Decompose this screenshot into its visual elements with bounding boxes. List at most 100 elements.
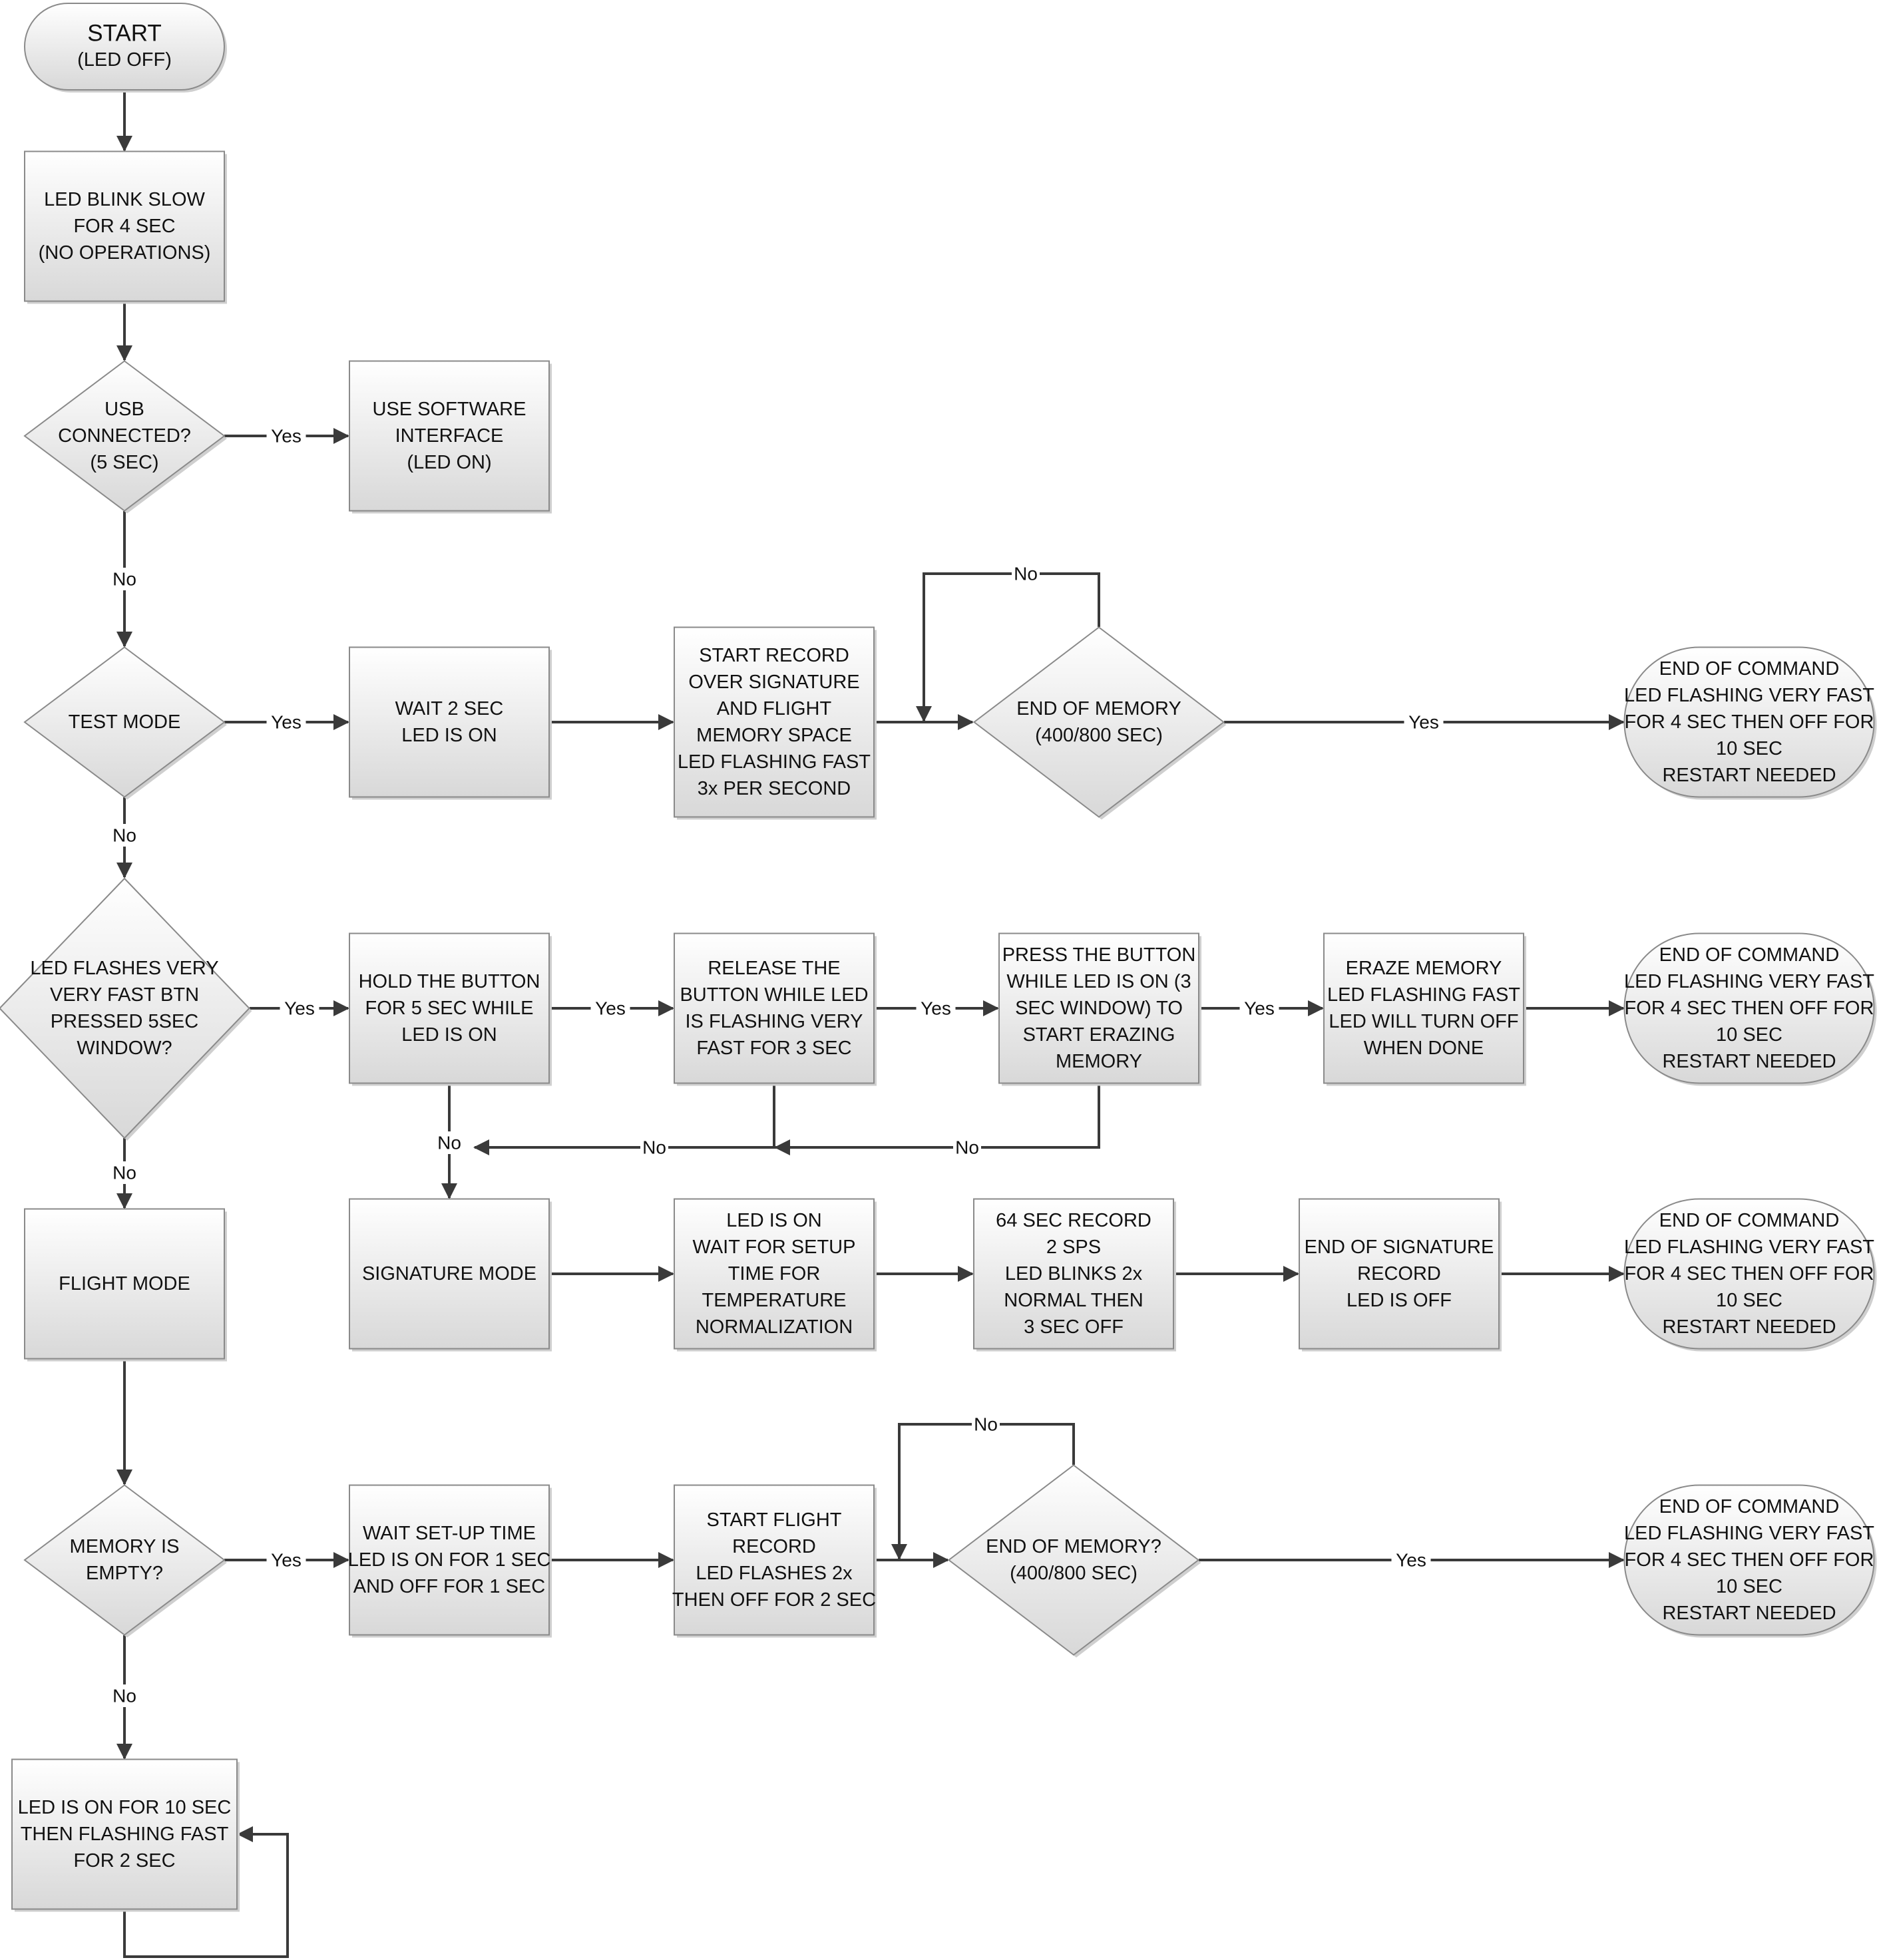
connector-label: Yes [916, 997, 956, 1020]
node-text-line: LED IS OFF [1347, 1290, 1452, 1311]
node-text-line: TIME FOR [728, 1263, 821, 1284]
node-text-line: WAIT SET-UP TIME [363, 1523, 536, 1544]
connector-label-text: No [112, 569, 136, 590]
connector-label: Yes [1239, 997, 1279, 1020]
node-signature-mode: SIGNATURE MODE [349, 1198, 552, 1352]
node-text-line: 10 SEC [1716, 738, 1782, 759]
decision-diamond [23, 1484, 226, 1636]
process-box [349, 646, 550, 798]
node-text-line: LED BLINK SLOW [44, 189, 205, 210]
connector-label: Yes [1391, 1549, 1431, 1571]
node-text-line: END OF COMMAND [1659, 658, 1840, 680]
node-text-line: FLIGHT MODE [59, 1273, 190, 1294]
process-box [674, 932, 875, 1084]
process-box [674, 1198, 875, 1350]
process-box [1323, 932, 1524, 1084]
node-text-line: LED IS ON FOR 1 SEC [348, 1549, 551, 1571]
label-background [266, 425, 306, 447]
connector-label: Yes [266, 1549, 306, 1571]
connector-label: Yes [1404, 711, 1444, 733]
process-box [349, 932, 550, 1084]
node-text-line: LED FLASHES VERY [30, 958, 218, 979]
label-background [266, 1549, 306, 1571]
node-text-line: (LED OFF) [77, 49, 172, 71]
node-text-line: CONNECTED? [58, 425, 191, 447]
connector-label: Yes [266, 425, 306, 447]
node-text-line: OVER SIGNATURE [688, 672, 859, 693]
terminal-shape [1623, 932, 1875, 1084]
node-end-sig: END OF SIGNATURE RECORD LED IS OFF [1299, 1198, 1502, 1352]
node-end-mem2: END OF MEMORY?(400/800 SEC) [947, 1464, 1201, 1658]
node-text-line: TEST MODE [69, 711, 181, 733]
connector-label-text: No [437, 1133, 461, 1153]
connector-label: No [110, 568, 138, 590]
node-text-line: LED IS ON FOR 10 SEC [18, 1797, 232, 1818]
node-text-line: END OF SIGNATURE [1305, 1237, 1494, 1258]
node-text-line: 3 SEC OFF [1024, 1316, 1124, 1338]
connector-label-text: No [955, 1137, 979, 1158]
connector-label-text: Yes [1244, 998, 1275, 1019]
label-background [110, 824, 138, 847]
node-text-line: (NO OPERATIONS) [39, 242, 211, 264]
label-background [1239, 997, 1279, 1020]
node-text-line: LED IS ON [726, 1210, 821, 1231]
node-text-line: 3x PER SECOND [698, 778, 851, 799]
node-text-line: USE SOFTWARE [373, 399, 526, 420]
node-text-line: 2 SPS [1046, 1237, 1101, 1258]
label-background [435, 1131, 463, 1154]
node-text-line: SIGNATURE MODE [362, 1263, 536, 1284]
connector-label-text: No [642, 1137, 666, 1158]
node-text-line: FOR 4 SEC [73, 216, 175, 237]
terminal-shape [1623, 1198, 1875, 1350]
decision-diamond [947, 1464, 1200, 1656]
process-box [973, 1198, 1174, 1350]
process-box [11, 1758, 238, 1910]
label-background [640, 1136, 668, 1159]
node-text-line: AND FLIGHT [717, 698, 832, 719]
connector-label-text: Yes [921, 998, 951, 1019]
node-text-line: SEC WINDOW) TO [1015, 998, 1183, 1019]
decision-diamond [23, 646, 226, 798]
process-box [24, 150, 225, 302]
connector-label: No [640, 1136, 668, 1159]
process-box [674, 1484, 875, 1636]
connector-e-release-no [473, 1083, 775, 1155]
node-text-line: RECORD [732, 1536, 816, 1557]
node-text-line: LED FLASHING VERY FAST [1624, 971, 1874, 992]
node-text-line: LED FLASHING FAST [678, 751, 871, 773]
node-flight-mode: FLIGHT MODE [24, 1208, 227, 1362]
process-box [349, 360, 550, 512]
node-text-line: THEN OFF FOR 2 SEC [672, 1589, 876, 1611]
connector-label-text: No [112, 1686, 136, 1706]
label-background [916, 997, 956, 1020]
node-text-line: LED BLINKS 2x [1005, 1263, 1143, 1284]
connector-label: No [110, 1684, 138, 1707]
node-text-line: RESTART NEEDED [1662, 765, 1836, 786]
connector-label-text: Yes [271, 1550, 302, 1571]
node-text-line: FOR 4 SEC THEN OFF FOR [1625, 1263, 1874, 1284]
node-text-line: LED FLASHING VERY FAST [1624, 1237, 1874, 1258]
node-text-line: START FLIGHT [706, 1509, 841, 1531]
node-text-line: RECORD [1357, 1263, 1441, 1284]
node-text-line: AND OFF FOR 1 SEC [353, 1576, 545, 1597]
node-text-line: BUTTON WHILE LED [680, 984, 868, 1006]
label-background [266, 711, 306, 733]
connector-label-text: Yes [271, 712, 302, 733]
connector-e-ledon10-loop [123, 1826, 289, 1958]
node-text-line: MEMORY IS [70, 1536, 180, 1557]
node-text-line: USB [104, 399, 144, 420]
label-background [1391, 1549, 1431, 1571]
node-text-line: LED IS ON [401, 725, 497, 746]
label-background [953, 1136, 981, 1159]
label-background [1404, 711, 1444, 733]
connector-label: No [110, 824, 138, 847]
connector-label-text: Yes [271, 426, 302, 447]
